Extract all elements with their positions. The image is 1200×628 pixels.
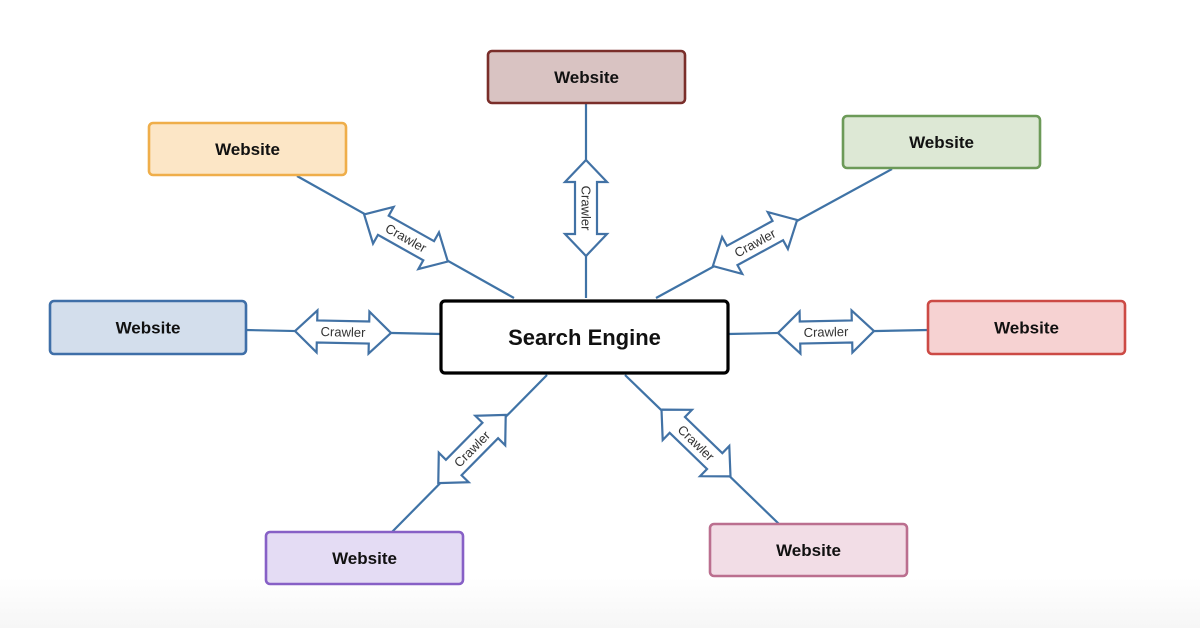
website-box xyxy=(486,49,687,105)
crawler-label: Crawler xyxy=(579,186,594,231)
website-node-right: Website xyxy=(926,299,1127,356)
website-node-top-right: Website xyxy=(841,114,1042,170)
crawler-arrow-top: Crawler xyxy=(562,158,610,258)
website-node-bottom-left: Website xyxy=(264,530,465,586)
double-arrow-shape xyxy=(711,210,799,276)
website-box xyxy=(926,299,1127,356)
crawler-arrow-bottom-right: Crawler xyxy=(660,408,732,478)
website-node-top-left: Website xyxy=(147,121,348,177)
website-box xyxy=(48,299,248,356)
crawler-label: Crawler xyxy=(803,324,849,340)
crawler-arrow-right: Crawler xyxy=(776,307,876,357)
website-label: Website xyxy=(776,541,841,560)
website-node-bottom-right: Website xyxy=(708,522,909,578)
double-arrow-shape xyxy=(293,307,393,357)
search-engine-node: Search Engine xyxy=(439,299,730,375)
crawler-arrow-top-right: Crawler xyxy=(711,210,799,276)
website-box xyxy=(841,114,1042,170)
website-label: Website xyxy=(116,319,181,338)
website-node-left: Website xyxy=(48,299,248,356)
website-label: Website xyxy=(909,133,974,152)
crawler-label: Crawler xyxy=(320,324,366,340)
website-box xyxy=(708,522,909,578)
website-label: Website xyxy=(332,549,397,568)
website-label: Website xyxy=(215,140,280,159)
double-arrow-shape xyxy=(437,413,507,485)
website-label: Website xyxy=(994,319,1059,338)
website-node-top: Website xyxy=(486,49,687,105)
double-arrow-shape xyxy=(362,205,450,271)
crawler-arrow-top-left: Crawler xyxy=(362,205,450,271)
website-box xyxy=(264,530,465,586)
search-engine-box xyxy=(439,299,730,375)
crawler-arrow-bottom-left: Crawler xyxy=(437,413,507,485)
double-arrow-shape xyxy=(776,307,876,357)
double-arrow-shape xyxy=(660,408,732,478)
double-arrow-shape xyxy=(562,158,610,258)
crawler-arrow-left: Crawler xyxy=(293,307,393,357)
website-box xyxy=(147,121,348,177)
website-label: Website xyxy=(554,68,619,87)
search-engine-label: Search Engine xyxy=(508,325,661,350)
